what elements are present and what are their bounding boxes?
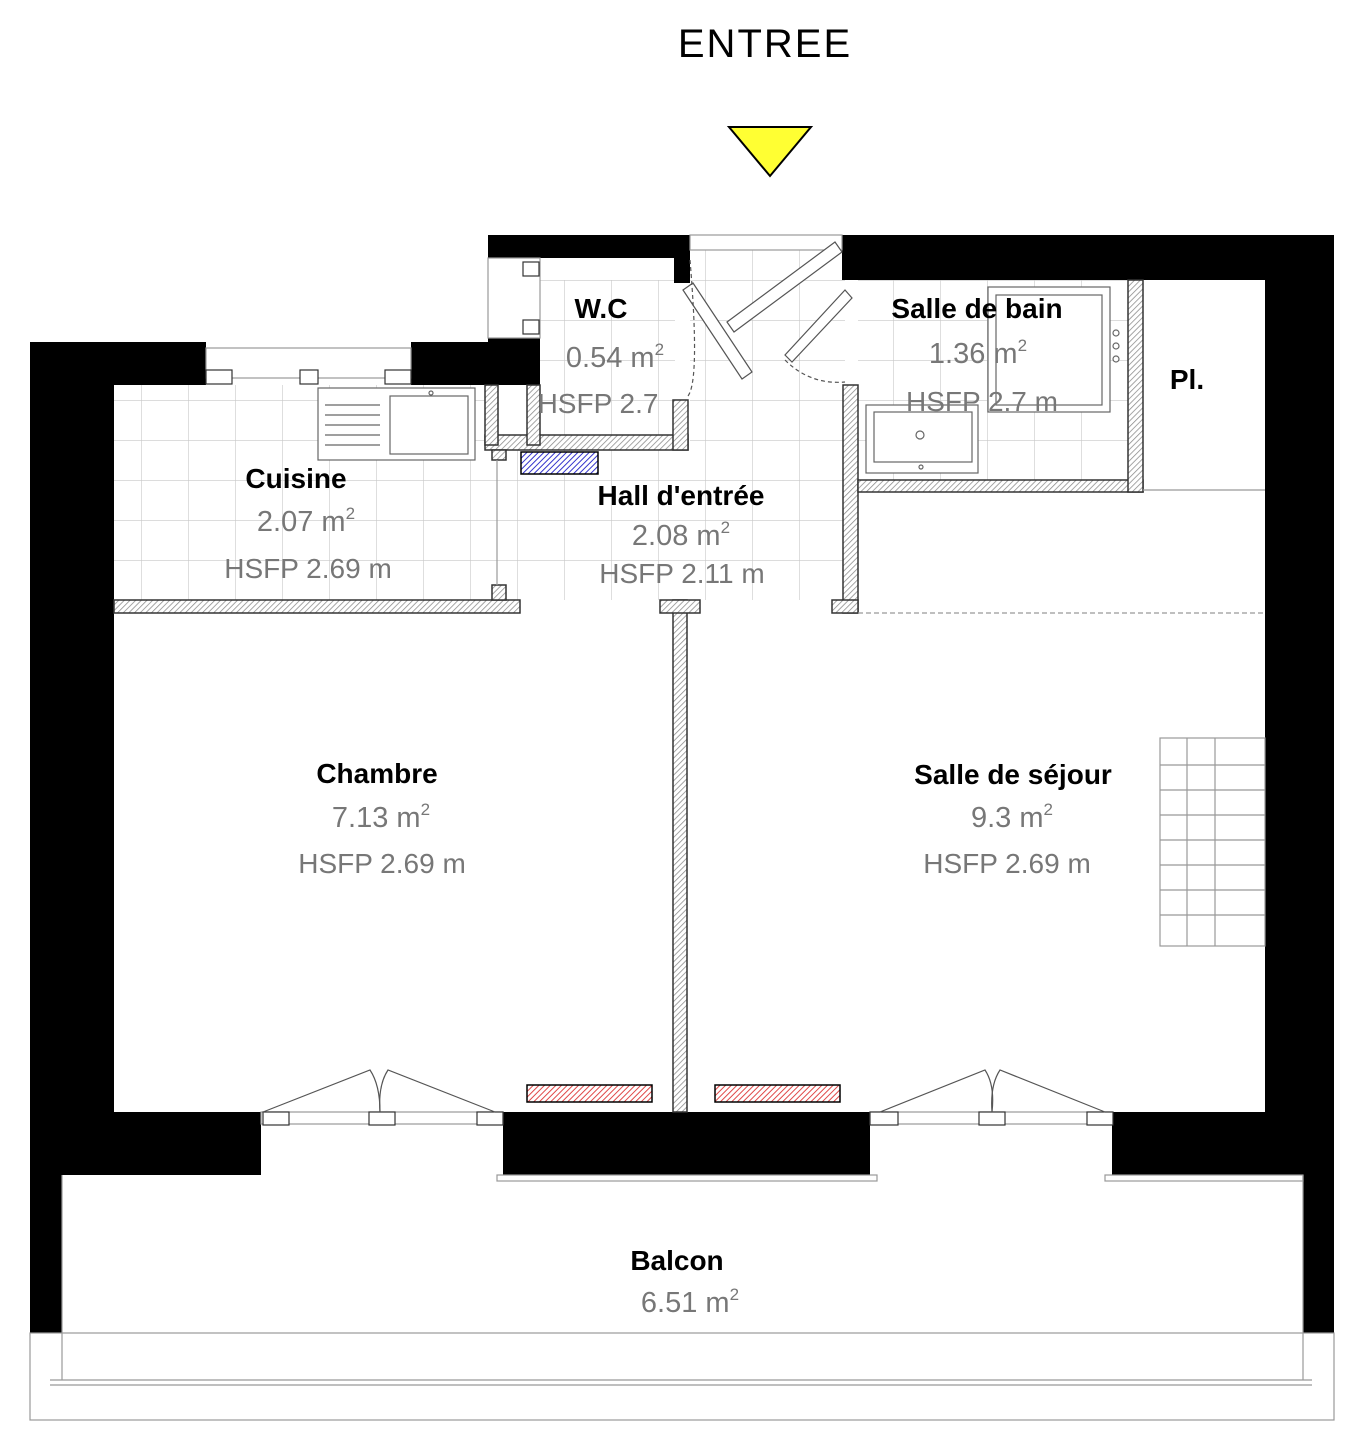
room-hsfp: HSFP 2.7 m <box>906 386 1058 417</box>
room-salle-de-bain: Salle de bain 1.36 m2 HSFP 2.7 m <box>891 293 1062 417</box>
room-sejour: Salle de séjour 9.3 m2 HSFP 2.69 m <box>914 759 1112 879</box>
room-area: 0.54 m <box>566 342 655 374</box>
room-placard-name: Pl. <box>1170 364 1204 395</box>
room-hall: Hall d'entrée 2.08 m2 HSFP 2.11 m <box>598 480 765 589</box>
radiator-chambre-icon <box>526 1084 653 1103</box>
svg-text:6.51 m2: 6.51 m2 <box>641 1285 739 1319</box>
room-name: Balcon <box>630 1245 723 1276</box>
room-chambre: Chambre 7.13 m2 HSFP 2.69 m <box>298 758 466 879</box>
radiator-sejour-icon <box>714 1084 841 1103</box>
room-hsfp: HSFP 2.7 <box>538 388 659 419</box>
room-name: Cuisine <box>245 463 346 494</box>
room-area: 6.51 m <box>641 1287 730 1319</box>
bathtub-icon <box>987 286 1120 413</box>
room-hsfp: HSFP 2.69 m <box>298 848 466 879</box>
room-name: Salle de séjour <box>914 759 1112 790</box>
svg-text:2.08 m2: 2.08 m2 <box>632 518 730 552</box>
door-swings <box>262 241 1106 1113</box>
exterior-walls <box>30 235 1334 1333</box>
svg-text:1.36 m2: 1.36 m2 <box>929 336 1027 370</box>
room-name: Hall d'entrée <box>598 480 765 511</box>
kitchen-sink-icon <box>317 387 476 461</box>
room-hsfp: HSFP 2.69 m <box>224 553 392 584</box>
room-hsfp: HSFP 2.11 m <box>599 558 764 589</box>
room-balcon: Balcon 6.51 m2 <box>630 1245 739 1319</box>
room-area: 2.07 m <box>257 506 346 538</box>
svg-text:0.54 m2: 0.54 m2 <box>566 340 664 374</box>
entrance-arrow-icon <box>726 126 814 178</box>
room-area: 2.08 m <box>632 520 721 552</box>
room-cuisine: Cuisine 2.07 m2 HSFP 2.69 m <box>224 463 392 584</box>
room-area: 1.36 m <box>929 338 1018 370</box>
svg-text:2.07 m2: 2.07 m2 <box>257 504 355 538</box>
room-hsfp: HSFP 2.69 m <box>923 848 1091 879</box>
radiator-hall-icon <box>520 451 599 475</box>
svg-text:7.13 m2: 7.13 m2 <box>332 800 430 834</box>
room-name: Salle de bain <box>891 293 1062 324</box>
room-name: Chambre <box>316 758 437 789</box>
washbasin-icon <box>865 404 979 474</box>
window-frames <box>205 261 1114 1126</box>
svg-text:9.3 m2: 9.3 m2 <box>971 800 1053 834</box>
room-wc: W.C 0.54 m2 HSFP 2.7 <box>538 293 665 419</box>
room-area: 9.3 m <box>971 802 1044 834</box>
interior-walls <box>113 279 1144 1113</box>
room-area: 7.13 m <box>332 802 421 834</box>
room-name: W.C <box>575 293 628 324</box>
entrance-label: ENTREE <box>678 22 852 66</box>
